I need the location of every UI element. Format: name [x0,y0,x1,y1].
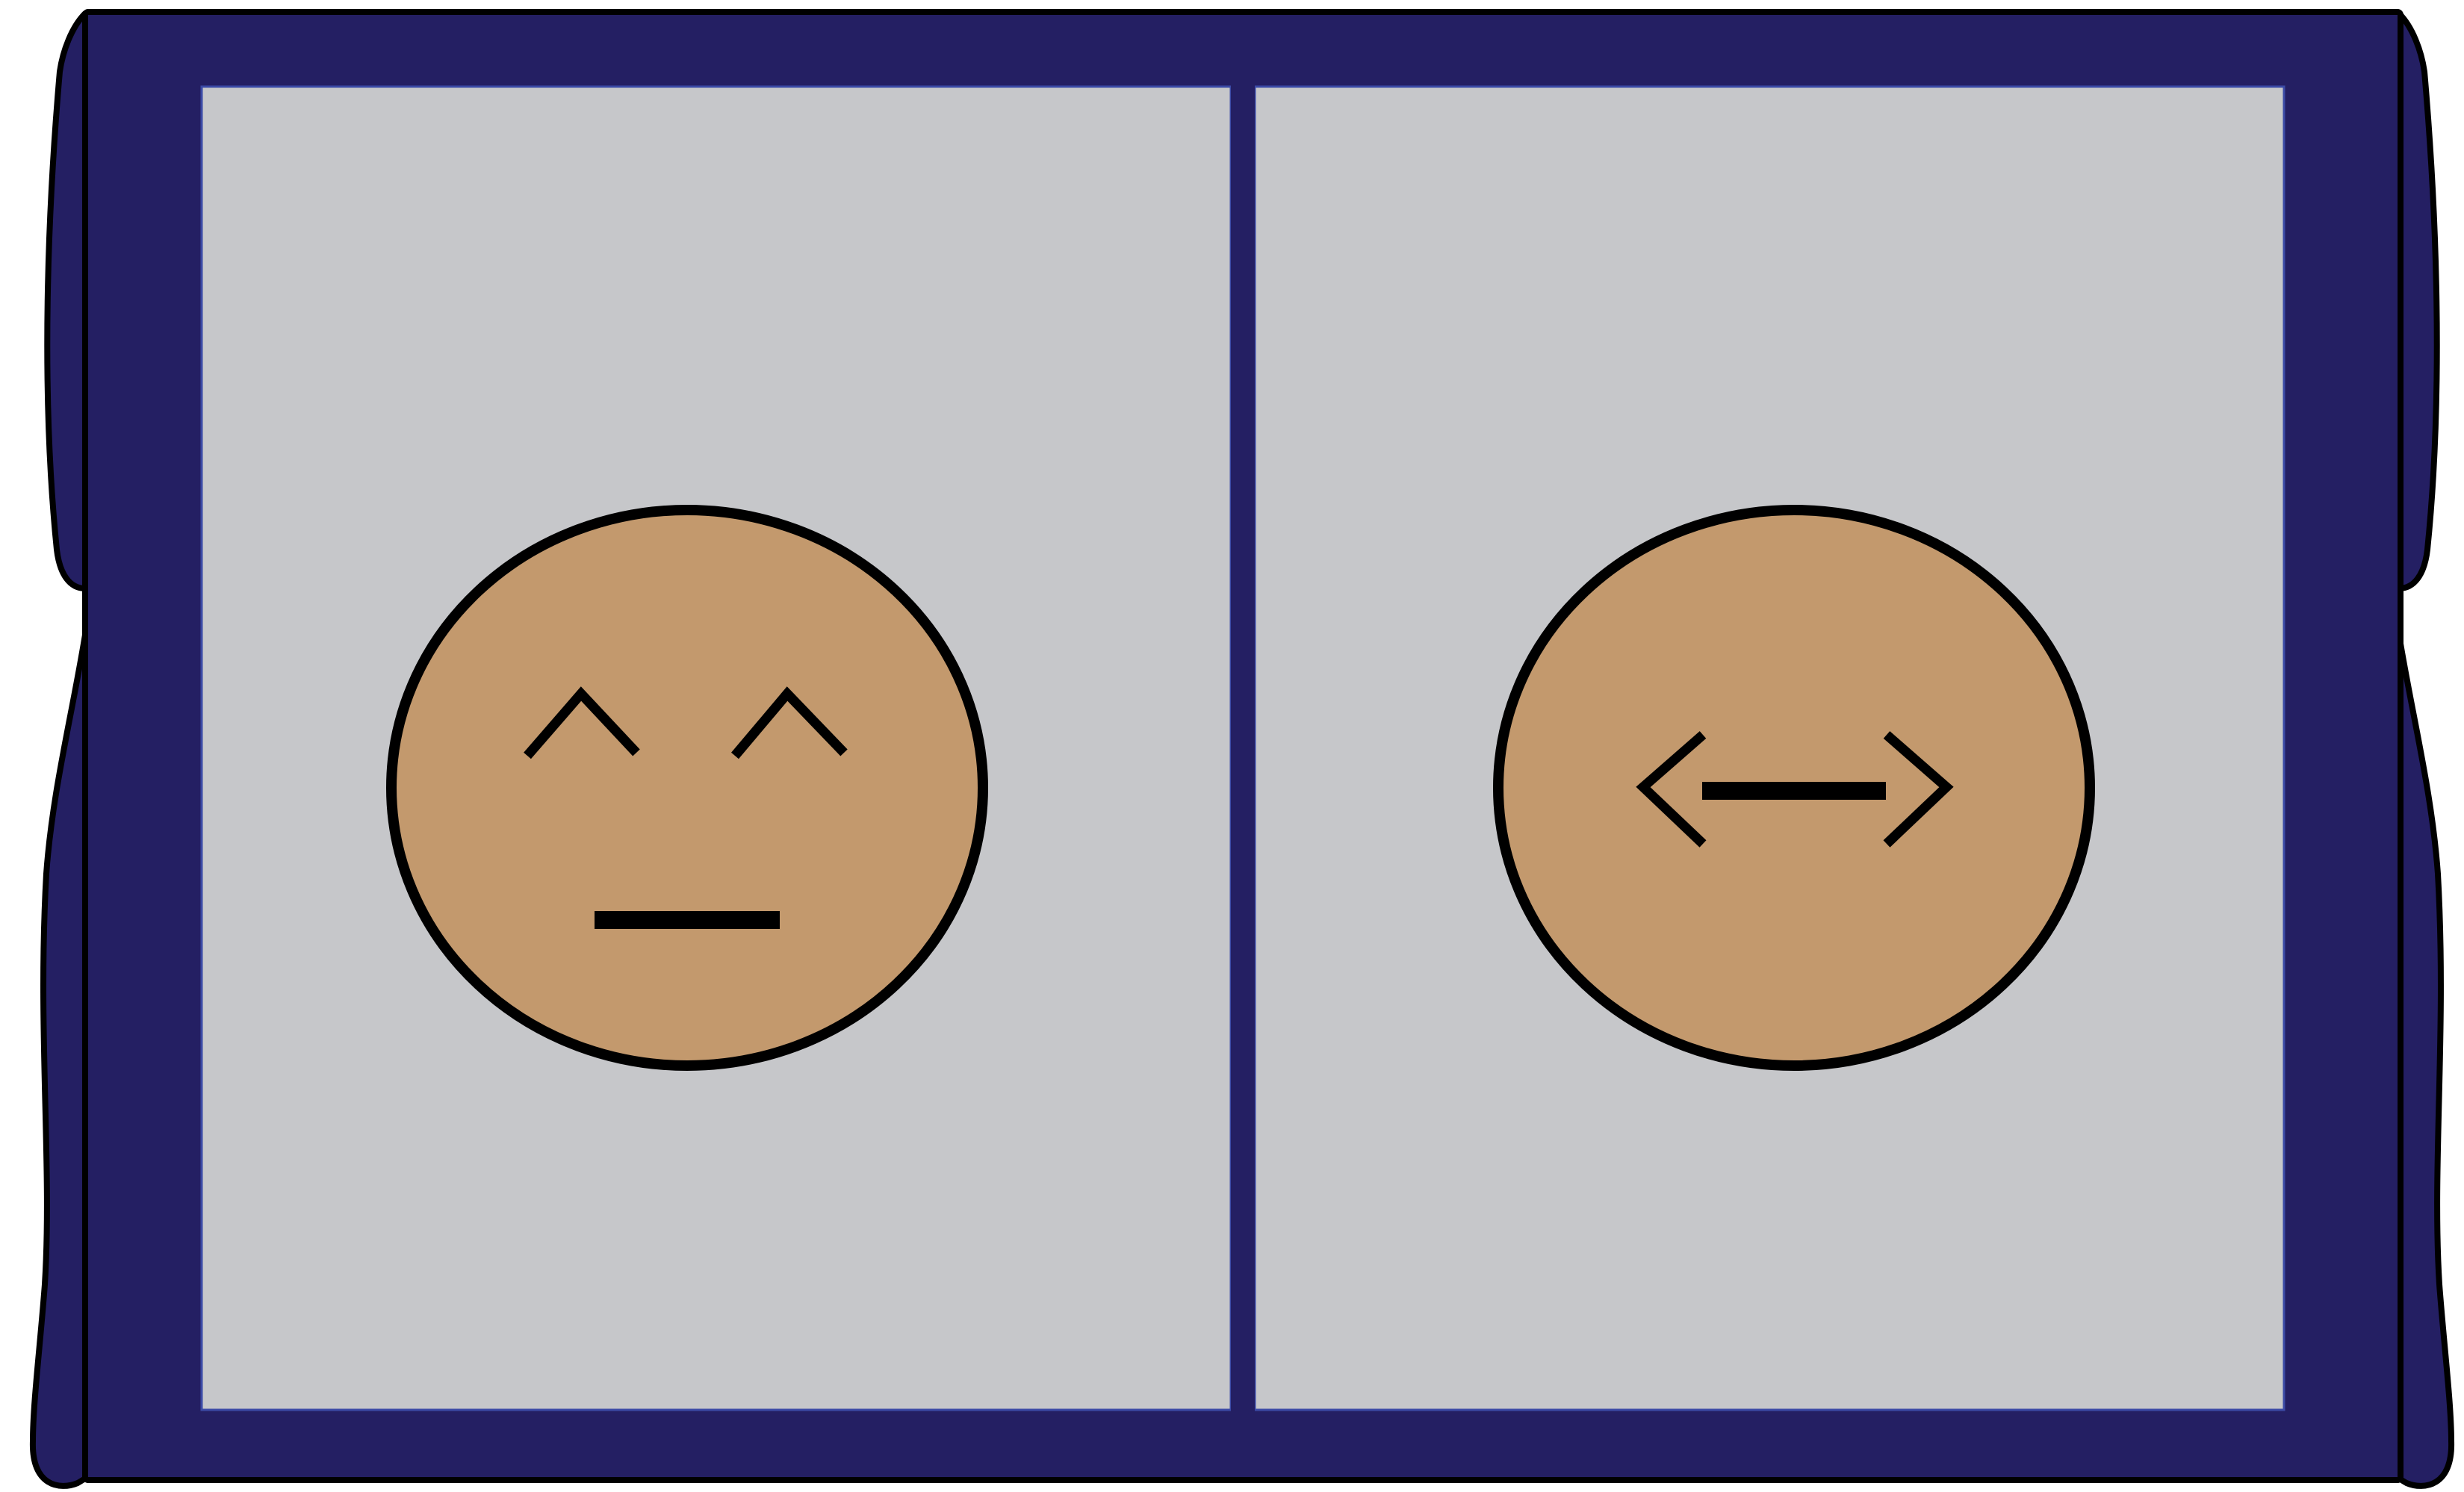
right-drape-upper [2396,10,2440,591]
left-face-circle [386,505,988,1071]
center-divider [1231,84,1255,1413]
left-drape-upper [44,10,88,591]
right-side-drape [2396,10,2455,1489]
right-face [1493,505,2095,1071]
right-face-left-eye-icon [1636,731,1707,848]
right-face-mouth [1702,782,1886,800]
left-face-left-eye-icon [524,686,640,759]
right-face-right-eye-icon [1883,731,1954,848]
left-face-right-eye-icon [731,686,848,759]
right-drape-lower [2396,632,2455,1489]
left-face-mouth [595,911,780,929]
left-drape-lower [29,632,88,1489]
left-side-drape [29,10,88,1489]
left-face [386,505,988,1071]
